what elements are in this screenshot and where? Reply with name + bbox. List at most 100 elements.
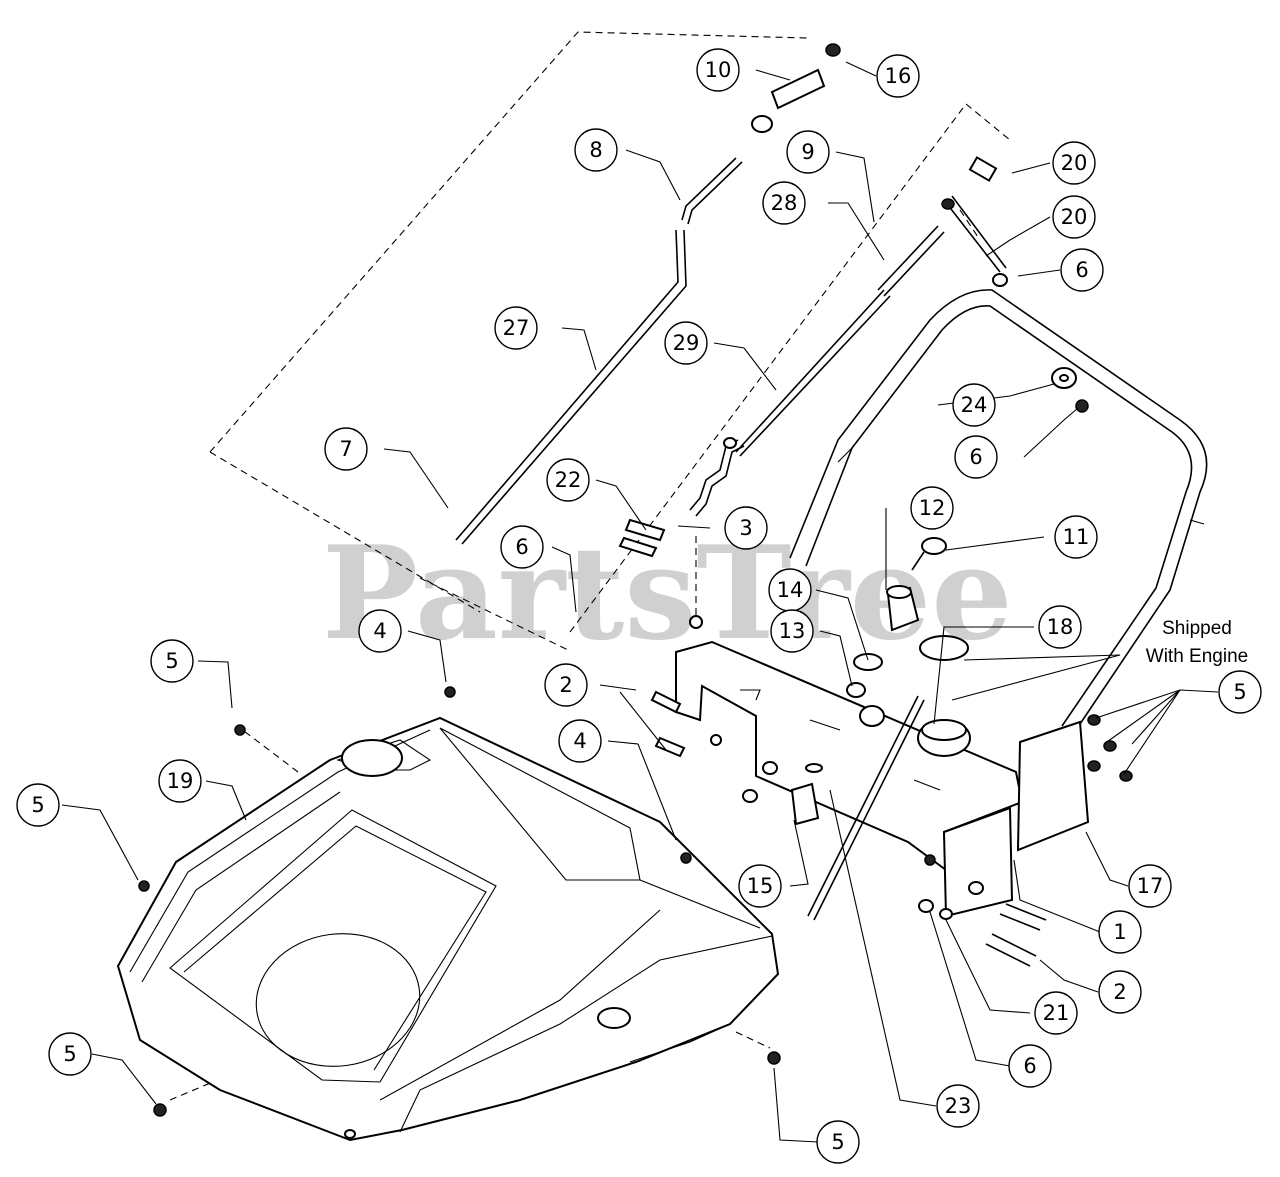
shroud-housing [116,686,781,1142]
callout-6: 6 [1008,1044,1052,1088]
callout-number: 24 [961,393,988,417]
callout-number: 10 [705,58,732,82]
callout-14: 14 [768,568,812,612]
callout-circle [546,458,590,502]
callout-number: 28 [771,191,798,215]
callout-circle [762,181,806,225]
callout-circle [544,663,588,707]
callout-18: 18 [1038,605,1082,649]
callout-number: 27 [503,316,530,340]
callout-5: 5 [1218,670,1262,714]
callout-number: 1 [1113,920,1126,944]
callout-circle [876,54,920,98]
callout-circle [1098,970,1142,1014]
upper-handle-parts [455,43,1008,629]
callout-19: 19 [158,759,202,803]
callout-circle [696,48,740,92]
callout-3: 3 [724,506,768,550]
callout-5: 5 [16,783,60,827]
callout-circle [158,759,202,803]
callout-1: 1 [1098,910,1142,954]
callout-27: 27 [494,306,538,350]
callout-circle [786,130,830,174]
callout-number: 2 [1113,980,1126,1004]
control-panel-bracket [650,640,1133,967]
callout-number: 20 [1061,205,1088,229]
callout-circle [1038,605,1082,649]
callout-20: 20 [1052,195,1096,239]
callout-circle [664,321,708,365]
callout-number: 20 [1061,151,1088,175]
callout-circle [48,1032,92,1076]
callout-number: 11 [1063,525,1090,549]
callout-circle [910,486,954,530]
callout-number: 6 [1075,258,1088,282]
callout-number: 4 [573,729,586,753]
callout-number: 5 [31,793,44,817]
callout-16: 16 [876,54,920,98]
callout-labels: 10 16 8 9 20 28 20 6 27 29 24 6 7 22 3 1 2 11 6 14 18 4 5 13 2 5 1… [16,48,1262,1164]
callout-circle [738,864,782,908]
callout-number: 9 [801,140,814,164]
callout-10: 10 [696,48,740,92]
callout-5: 5 [48,1032,92,1076]
callout-2: 2 [1098,970,1142,1014]
callout-number: 5 [1233,680,1246,704]
callout-number: 15 [747,874,774,898]
callout-17: 17 [1128,864,1172,908]
callout-number: 4 [373,619,386,643]
callout-4: 4 [558,719,602,763]
callout-number: 5 [63,1042,76,1066]
callout-circle [1098,910,1142,954]
callout-number: 13 [779,619,806,643]
callout-number: 23 [945,1094,972,1118]
callout-circle [574,128,618,172]
callout-number: 14 [777,578,804,602]
callout-circle [770,609,814,653]
callout-number: 22 [555,468,582,492]
callout-11: 11 [1054,515,1098,559]
callout-8: 8 [574,128,618,172]
callout-5: 5 [150,639,194,683]
callout-6: 6 [1060,248,1104,292]
callout-13: 13 [770,609,814,653]
callout-5: 5 [816,1120,860,1164]
callout-20: 20 [1052,141,1096,185]
callout-circle [1054,515,1098,559]
callout-number: 5 [165,649,178,673]
callout-circle [500,525,544,569]
callout-circle [16,783,60,827]
callout-circle [1008,1044,1052,1088]
callout-6: 6 [954,435,998,479]
callout-15: 15 [738,864,782,908]
callout-number: 3 [739,516,752,540]
callout-circle [150,639,194,683]
callout-circle [724,506,768,550]
callout-number: 5 [831,1130,844,1154]
callout-number: 6 [1023,1054,1036,1078]
callout-circle [1218,670,1262,714]
callout-7: 7 [324,427,368,471]
callout-circle [936,1084,980,1128]
callout-2: 2 [544,663,588,707]
callout-circle [358,609,402,653]
note-line-1: Shipped [1162,618,1232,639]
assembly-guide-lines [169,31,1011,1101]
callout-circle [954,435,998,479]
callout-number: 17 [1137,874,1164,898]
main-handle [789,289,1208,731]
callout-circle [1034,991,1078,1035]
callout-number: 2 [559,673,572,697]
callout-circle [816,1120,860,1164]
callout-28: 28 [762,181,806,225]
callout-number: 29 [673,331,700,355]
callout-circle [558,719,602,763]
leader-lines [61,61,1219,1143]
callout-number: 18 [1047,615,1074,639]
callout-24: 24 [952,383,996,427]
callout-circle [1052,195,1096,239]
callout-29: 29 [664,321,708,365]
note-line-2: With Engine [1146,646,1248,667]
callout-22: 22 [546,458,590,502]
callout-21: 21 [1034,991,1078,1035]
